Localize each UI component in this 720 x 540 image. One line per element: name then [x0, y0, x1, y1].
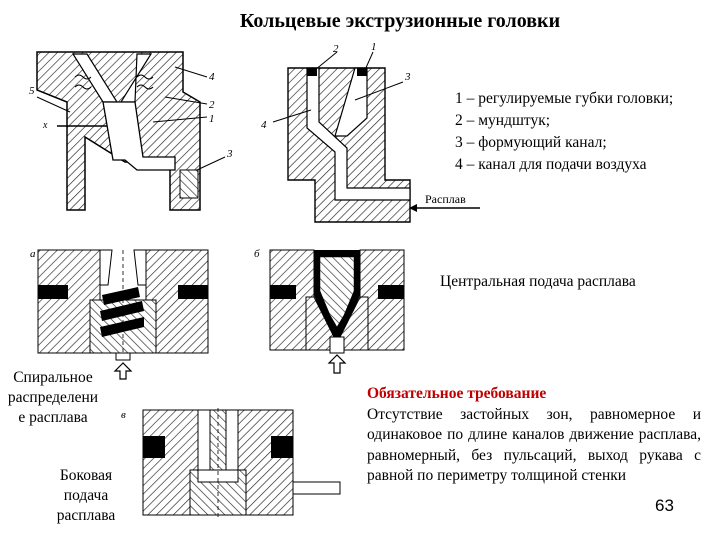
slide-title: Кольцевые экструзионные головки: [239, 10, 561, 32]
panel-a-label: а: [30, 248, 36, 260]
legend-item-2: 2 – мундштук;: [455, 112, 551, 129]
page-number: 63: [655, 496, 674, 515]
legend: 1 – регулируемые губки головки; 2 – мунд…: [455, 88, 673, 176]
fig1-label-x: x: [42, 120, 48, 131]
fig2-label-3: 3: [404, 71, 411, 83]
caption-central-feed: Центральная подача расплава: [440, 273, 636, 290]
fig2-label-4: 4: [261, 119, 267, 131]
figure-panel-c: в: [121, 408, 341, 518]
figure-die-section-1: 5 x 4 2 1 3: [29, 51, 233, 211]
figure-die-section-2: 2 1 3 4 Расплав: [261, 41, 480, 223]
requirement-block: Обязательное требование Отсутствие засто…: [367, 384, 701, 487]
caption-spiral-distribution: Спиральное распределени е расплава: [7, 369, 99, 426]
fig1-label-2: 2: [209, 99, 215, 111]
fig1-label-1: 1: [209, 113, 215, 125]
fig1-label-4: 4: [209, 71, 215, 83]
figure-panel-a: а: [30, 248, 209, 380]
requirement-body: Отсутствие застойных зон, равномерное и …: [367, 405, 701, 485]
panel-c-label: в: [121, 409, 126, 421]
caption-side-feed: Боковая подача расплава: [56, 467, 116, 524]
fig2-melt-label: Расплав: [425, 192, 466, 206]
fig2-label-2: 2: [333, 43, 339, 55]
fig1-label-3: 3: [226, 148, 233, 160]
fig2-label-1: 1: [371, 41, 377, 53]
legend-item-4: 4 – канал для подачи воздуха: [455, 156, 647, 173]
figure-panel-b: б: [254, 248, 405, 374]
legend-item-1: 1 – регулируемые губки головки;: [455, 90, 674, 107]
panel-b-label: б: [254, 248, 260, 260]
legend-item-3: 3 – формующий канал;: [455, 134, 607, 151]
fig1-label-5: 5: [29, 85, 35, 97]
requirement-heading: Обязательное требование: [367, 385, 547, 402]
